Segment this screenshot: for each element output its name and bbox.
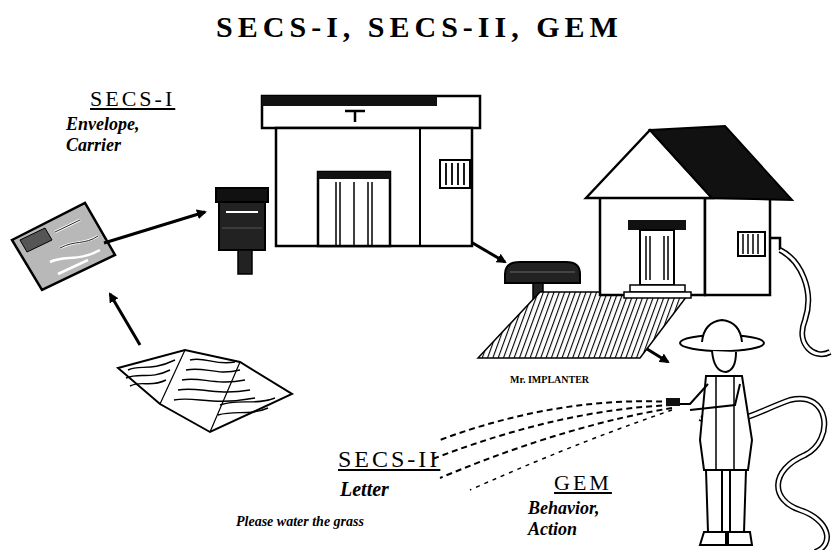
gardener-figure-part [716, 376, 734, 470]
walkway-part [478, 292, 690, 358]
hose-part [780, 250, 830, 354]
house-part [628, 220, 686, 230]
letter-icon [118, 350, 292, 432]
house-part [630, 285, 685, 292]
post-office-part [276, 128, 472, 246]
post-box-part [222, 228, 262, 229]
walkway [478, 292, 690, 358]
house-part [646, 236, 668, 280]
envelope-icon-part [20, 228, 52, 252]
envelope-icon-part [55, 220, 98, 248]
gardener-figure-part [712, 351, 736, 372]
house-mailbox-part [510, 272, 575, 273]
layer-role: Behavior, Action [528, 498, 628, 539]
layer-role: Envelope, Carrier [66, 114, 166, 155]
house-part [650, 126, 792, 200]
post-office-part [262, 96, 480, 128]
gardener-figure-part [666, 398, 680, 406]
house-part [705, 198, 770, 295]
post-office-part [262, 96, 437, 106]
post-office-part [336, 182, 372, 246]
post-office-part [440, 160, 470, 188]
gardener-figure [666, 320, 764, 545]
post-office-part [318, 172, 390, 179]
post-box-part [226, 211, 258, 213]
house-part [640, 230, 674, 285]
post-office [262, 96, 480, 246]
post-office-part [446, 163, 464, 185]
flow-arrow-part [110, 294, 140, 345]
gardener-figure-part [706, 470, 746, 532]
water-spray-part [430, 405, 672, 460]
house-part [600, 195, 705, 295]
letter-icon-part [118, 350, 292, 432]
house [586, 126, 792, 298]
post-box [216, 188, 268, 274]
house-part [624, 292, 691, 298]
water-spray [430, 401, 672, 490]
letter-icon-part [126, 359, 275, 415]
layer-role: Letter [340, 478, 389, 501]
post-office-part [318, 172, 390, 246]
post-box-part [219, 202, 265, 250]
envelope-icon-part [50, 220, 100, 274]
layer-name: SECS-II [338, 446, 440, 474]
gardener-figure-part [702, 320, 742, 342]
house-part [743, 234, 758, 254]
flow-arrow-part [104, 212, 205, 243]
hose-part [780, 250, 830, 354]
envelope-icon [12, 203, 115, 290]
gardener-figure-part [700, 532, 752, 545]
house-mailbox-part [505, 262, 580, 283]
house-part [738, 232, 765, 256]
gardener-figure-part [676, 384, 740, 410]
post-box-part [238, 250, 252, 274]
post-office-part [419, 128, 421, 246]
hose [700, 250, 830, 550]
envelope-icon-part [12, 203, 115, 290]
person-name: Mr. IMPLANTER [510, 374, 589, 386]
house-part [770, 238, 780, 250]
layer-name: SECS-I [90, 86, 175, 111]
post-office-part [345, 111, 365, 122]
layer-name: GEM [554, 470, 612, 495]
gardener-figure-part [700, 376, 752, 470]
diagram-title: SECS-I, SECS-II, GEM [0, 10, 839, 45]
water-spray-part [440, 408, 672, 478]
post-box-part [216, 188, 268, 202]
message-note: Please water the grass [236, 514, 364, 530]
